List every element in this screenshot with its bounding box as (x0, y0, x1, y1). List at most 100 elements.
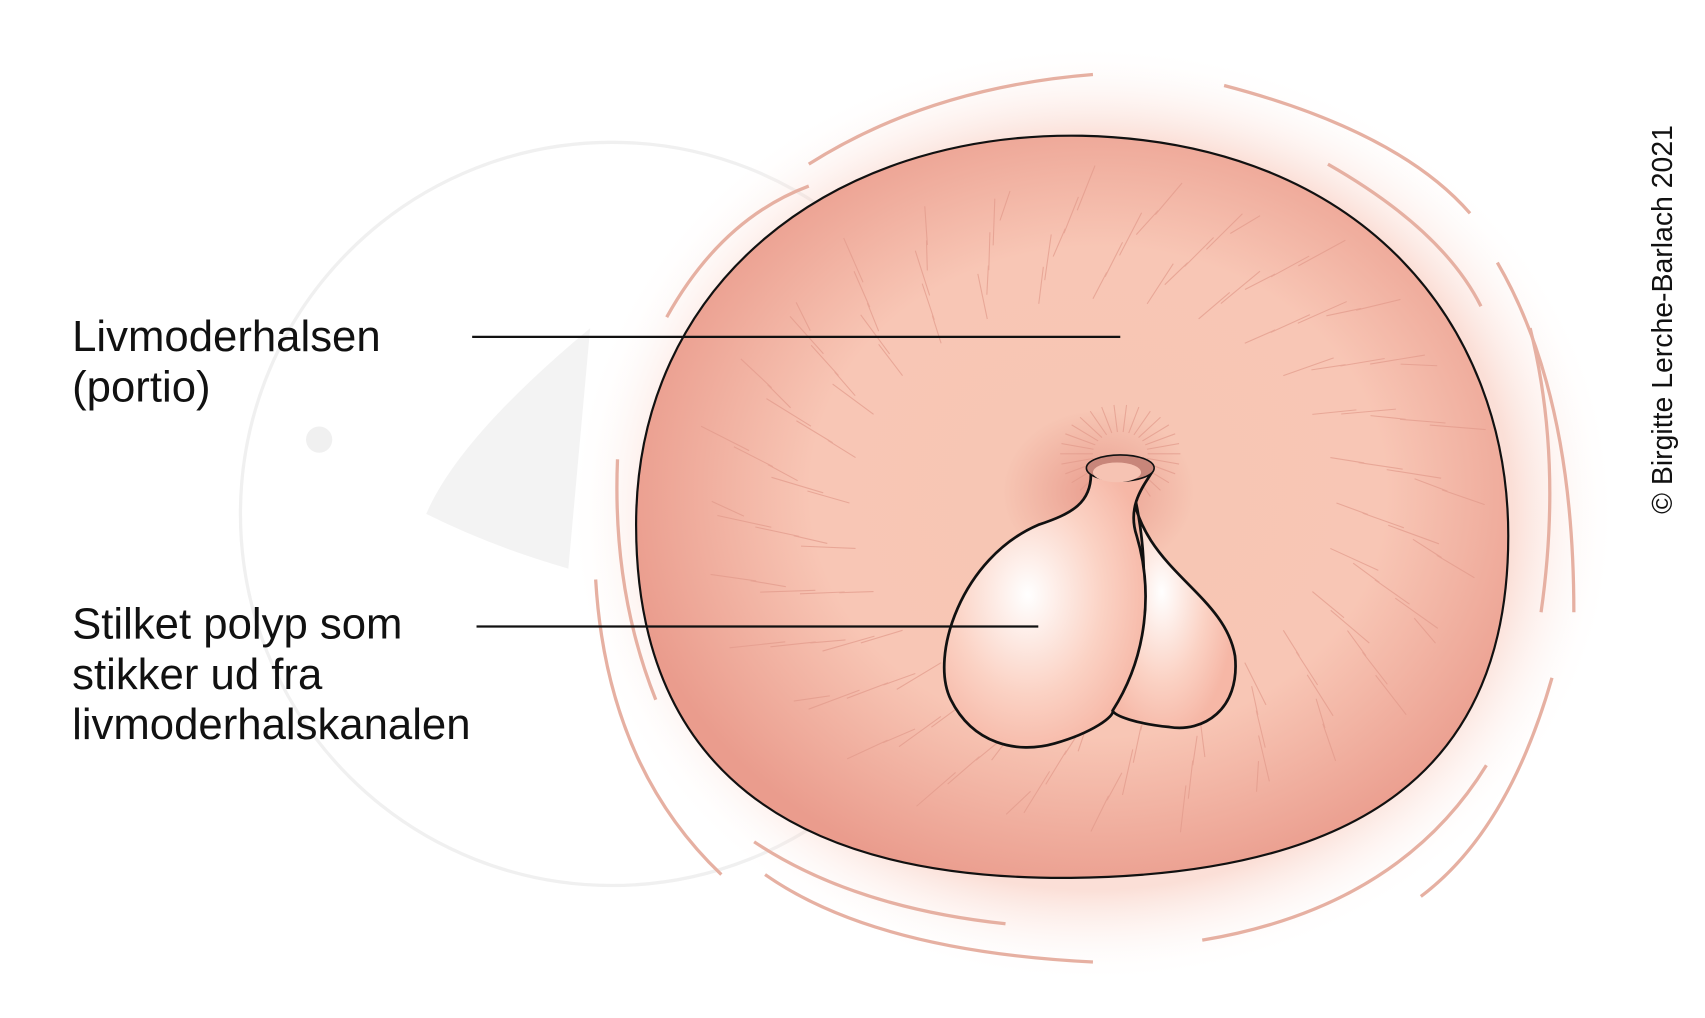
striation-mark (931, 315, 942, 344)
striation-mark (846, 739, 888, 760)
striation-mark (924, 206, 928, 245)
tissue-striations (700, 165, 1486, 833)
striation-mark (853, 271, 871, 308)
vaginal-wall-rings (594, 72, 1576, 964)
striation-mark (898, 715, 942, 748)
striation-mark (832, 383, 874, 415)
striation-mark (1388, 524, 1440, 545)
striation-mark (1340, 357, 1385, 367)
striation-mark (882, 728, 916, 744)
striation-mark (834, 371, 856, 397)
striation-mark (999, 190, 1011, 221)
striation-mark (916, 772, 956, 807)
striation-mark (1192, 735, 1198, 766)
striation-mark (1400, 363, 1438, 367)
striation-mark (807, 490, 850, 504)
striation-mark (883, 673, 916, 686)
striation-mark (1370, 415, 1406, 420)
striation-mark (793, 695, 830, 702)
striation-mark (986, 265, 989, 295)
striation-mark (1355, 298, 1401, 311)
striation-mark (1352, 562, 1380, 583)
striation-mark (1295, 651, 1319, 686)
label-portio: Livmoderhalsen (portio) (72, 312, 393, 411)
striation-mark (1326, 307, 1362, 317)
striation-mark (1330, 456, 1365, 464)
striation-mark (827, 439, 856, 459)
striation-mark (1347, 630, 1367, 657)
striation-mark (1229, 215, 1261, 234)
striation-mark (925, 240, 928, 271)
striation-mark (1198, 292, 1231, 320)
striation-mark (1113, 404, 1118, 433)
striation-mark (1065, 433, 1096, 446)
striation-mark (1061, 443, 1094, 450)
striation-mark (947, 756, 980, 785)
striation-mark (1146, 443, 1180, 450)
striation-mark (1362, 512, 1405, 529)
striation-mark (1414, 478, 1448, 492)
striation-mark (1412, 538, 1442, 559)
striation-mark (793, 535, 828, 544)
striation-mark (1244, 662, 1267, 706)
striation-mark (770, 641, 816, 648)
striation-mark (1106, 772, 1123, 801)
striation-mark (1135, 210, 1159, 235)
striation-mark (1164, 262, 1189, 286)
striation-mark (1362, 651, 1388, 685)
striation-mark (767, 384, 791, 409)
cervix-portio (635, 134, 1510, 879)
striation-mark (1341, 408, 1396, 415)
striation-mark (1255, 710, 1266, 748)
striation-mark (1132, 725, 1142, 763)
striation-mark (1322, 723, 1337, 762)
striation-mark (1184, 237, 1215, 267)
striation-mark (729, 641, 786, 649)
striation-mark (1076, 165, 1096, 211)
striation-mark (843, 237, 864, 283)
striation-mark (1206, 213, 1243, 250)
striation-mark (733, 446, 774, 468)
striation-mark (810, 639, 846, 644)
striation-mark (878, 343, 903, 376)
striation-mark (1251, 686, 1259, 716)
striation-mark (1101, 406, 1113, 434)
striation-mark (755, 526, 800, 537)
striation-mark (1413, 617, 1436, 644)
striation-mark (1358, 462, 1403, 470)
striation-mark (1023, 771, 1051, 814)
striation-mark (1179, 785, 1187, 833)
striation-mark (1128, 406, 1140, 434)
striation-mark (1122, 404, 1128, 433)
striation-mark (789, 316, 824, 355)
striation-mark (1142, 424, 1170, 442)
striation-mark (1370, 354, 1425, 365)
striation-mark (860, 629, 903, 644)
striation-mark (1394, 597, 1439, 629)
striation-mark (1436, 554, 1475, 579)
striation-mark (1005, 790, 1031, 815)
striation-mark (1336, 502, 1369, 516)
striation-mark (988, 232, 991, 271)
striation-mark (1374, 579, 1410, 605)
striation-mark (1092, 272, 1108, 299)
striation-mark (1312, 591, 1345, 619)
striation-mark (1282, 630, 1300, 657)
striation-mark (1154, 182, 1183, 216)
striation-mark (1400, 418, 1446, 424)
striation-mark (1375, 674, 1407, 716)
striation-mark (1145, 433, 1176, 446)
striation-mark (771, 476, 824, 494)
striation-mark (1441, 489, 1485, 506)
striation-mark (1270, 255, 1310, 278)
striation-mark (1052, 228, 1066, 257)
striation-mark (796, 420, 833, 444)
striation-mark (1063, 196, 1079, 234)
striation-mark (1146, 263, 1174, 305)
striation-mark (750, 580, 786, 588)
striation-mark (1138, 416, 1161, 438)
striation-mark (822, 635, 875, 652)
striation-mark (914, 250, 931, 296)
striation-mark (1133, 410, 1151, 436)
